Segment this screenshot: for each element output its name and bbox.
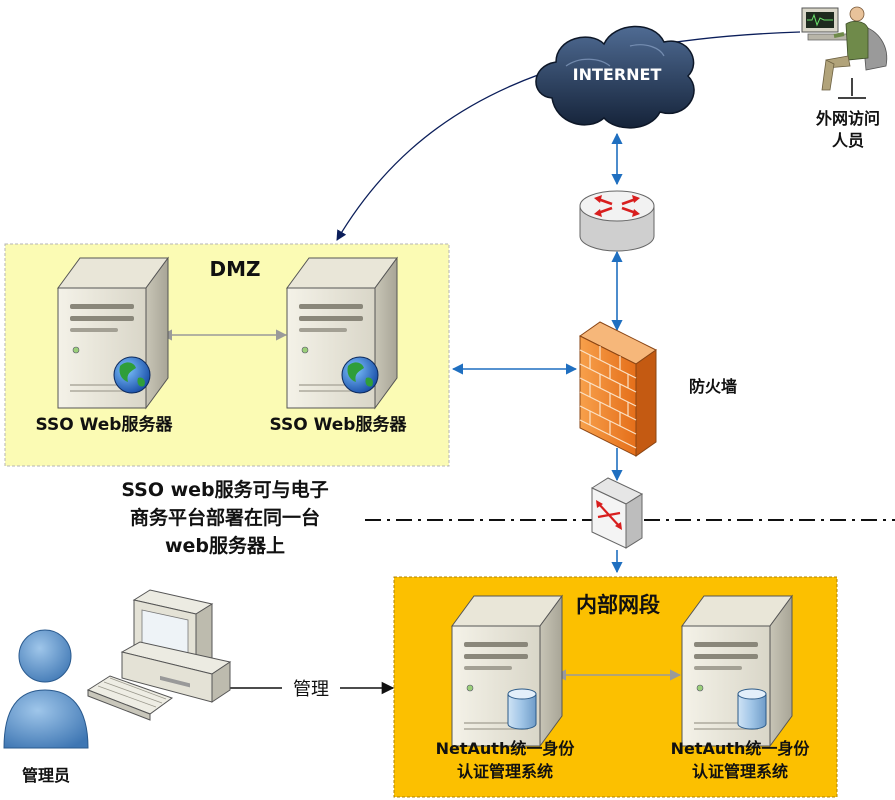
router-icon (579, 190, 655, 252)
globe-icon (341, 356, 379, 394)
dmz-title: DMZ (209, 257, 260, 281)
netauth-2-label-line2: 认证管理系统 (692, 762, 788, 781)
internet-cloud-icon (535, 25, 695, 129)
external-user-label-line2: 人员 (832, 131, 864, 150)
netauth-2-label-line1: NetAuth统一身份 (671, 739, 811, 758)
external-user-workstation-icon (801, 6, 888, 99)
database-icon (507, 688, 537, 730)
globe-icon (113, 356, 151, 394)
external-user-label-line1: 外网访问 (815, 109, 880, 128)
sso-server-1-label: SSO Web服务器 (36, 414, 174, 435)
internal-zone-title: 内部网段 (576, 593, 660, 617)
sso-server-2-label: SSO Web服务器 (270, 414, 408, 435)
firewall-label: 防火墙 (689, 377, 737, 396)
database-icon (737, 688, 767, 730)
admin-computer-icon (86, 589, 232, 721)
sso-note-line3: web服务器上 (165, 534, 285, 557)
sso-note-line2: 商务平台部署在同一台 (130, 506, 320, 529)
internet-label: INTERNET (573, 65, 662, 84)
admin-person-icon (3, 629, 89, 749)
firewall-icon (579, 321, 657, 457)
sso-note-line1: SSO web服务可与电子 (121, 478, 328, 501)
netauth-server-2-icon (681, 595, 793, 747)
admin-label: 管理员 (22, 766, 70, 785)
sso-server-1-icon (57, 257, 169, 409)
netauth-server-1-icon (451, 595, 563, 747)
sso-server-2-icon (286, 257, 398, 409)
netauth-1-label-line1: NetAuth统一身份 (436, 739, 576, 758)
manage-edge-label: 管理 (293, 679, 329, 700)
switch-icon (590, 477, 644, 549)
external-to-dmz-link (336, 31, 801, 241)
netauth-1-label-line2: 认证管理系统 (457, 762, 553, 781)
